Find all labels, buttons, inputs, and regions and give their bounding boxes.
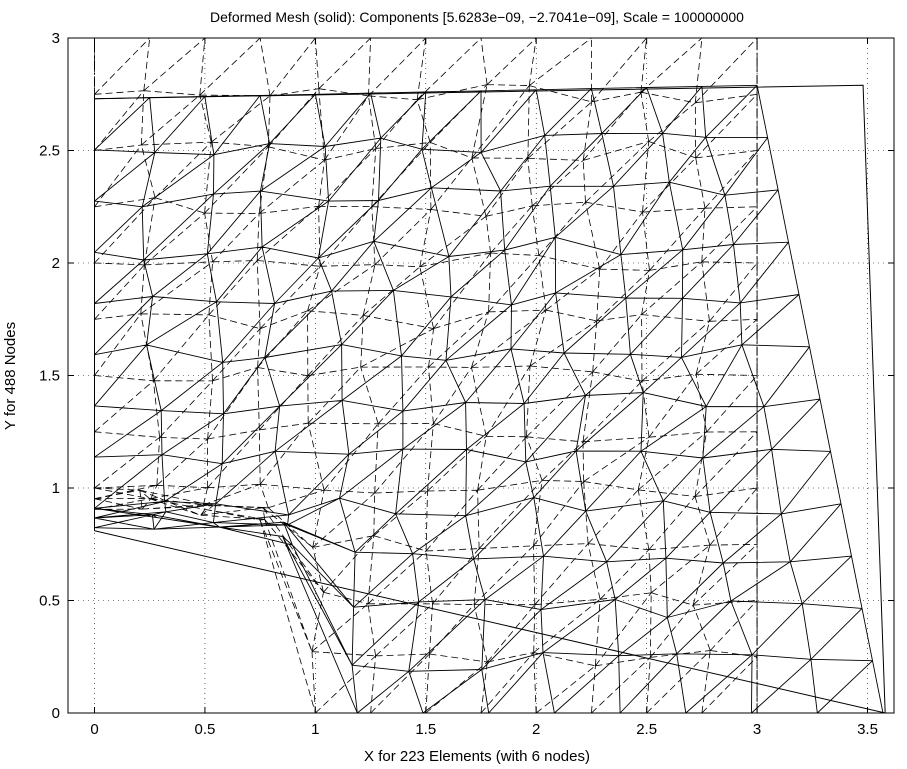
x-tick-label: 2 <box>532 721 540 738</box>
chart-title: Deformed Mesh (solid): Components [5.628… <box>210 9 744 25</box>
deformed-mesh <box>94 84 884 714</box>
y-tick-label: 3 <box>52 30 60 47</box>
y-tick-label: 2 <box>52 255 60 272</box>
y-axis-ticks: 0 0.5 1 1.5 2 2.5 3 <box>39 30 894 722</box>
x-axis-label: X for 223 Elements (with 6 nodes) <box>364 748 590 765</box>
deformed-boundary <box>94 84 886 714</box>
y-tick-label: 2.5 <box>39 143 60 160</box>
x-tick-label: 1 <box>311 721 319 738</box>
x-axis-ticks: 0 0.5 1 1.5 2 2.5 3 3.5 <box>90 38 878 738</box>
x-tick-label: 3.5 <box>857 721 878 738</box>
y-tick-label: 1 <box>52 480 60 497</box>
x-tick-label: 3 <box>753 721 761 738</box>
y-tick-label: 0.5 <box>39 593 60 610</box>
mesh-lines <box>94 37 884 714</box>
y-tick-label: 0 <box>52 705 60 722</box>
x-tick-label: 2.5 <box>636 721 657 738</box>
y-axis-label: Y for 488 Nodes <box>2 322 19 430</box>
undeformed-mesh <box>94 37 758 714</box>
x-tick-label: 1.5 <box>415 721 436 738</box>
x-tick-label: 0 <box>90 721 98 738</box>
y-tick-label: 1.5 <box>39 368 60 385</box>
x-tick-label: 0.5 <box>195 721 216 738</box>
